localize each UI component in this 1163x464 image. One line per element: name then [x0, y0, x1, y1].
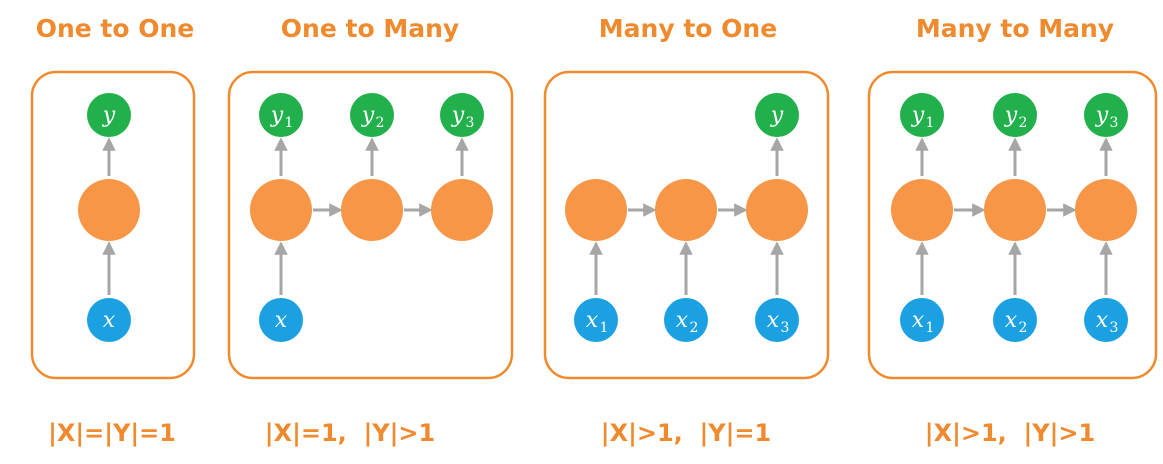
hidden-state-node-circle	[891, 179, 953, 241]
hidden-state-node	[1075, 179, 1137, 241]
output-node-symbol: y	[270, 103, 284, 128]
input-node-subscript: 1	[926, 320, 935, 336]
output-node-symbol: y	[451, 103, 465, 128]
output-node-circle	[900, 93, 944, 137]
output-node-subscript: 3	[466, 115, 475, 131]
hidden-state-node-circle	[341, 179, 403, 241]
input-node-circle	[664, 298, 708, 342]
hidden-state-node	[565, 179, 627, 241]
output-node-symbol: y	[770, 103, 784, 128]
hidden-state-node-circle	[1075, 179, 1137, 241]
hidden-state-node	[250, 179, 312, 241]
hidden-state-node	[341, 179, 403, 241]
input-node-circle	[87, 298, 131, 342]
input-node-circle	[755, 298, 799, 342]
output-node: y	[755, 93, 799, 137]
input-node-symbol: x	[1096, 308, 1109, 333]
input-node-symbol: x	[103, 308, 116, 333]
hidden-state-node	[431, 179, 493, 241]
panel-frame-many-to-many	[867, 70, 1158, 380]
input-node-symbol: x	[676, 308, 689, 333]
input-node-subscript: 1	[600, 320, 609, 336]
hidden-state-node-circle	[746, 179, 808, 241]
output-node-circle	[993, 93, 1037, 137]
hidden-state-node-circle	[565, 179, 627, 241]
input-node-symbol: x	[767, 308, 780, 333]
panel-caption-one-to-one: |X|=|Y|=1	[48, 419, 176, 447]
panel-frame-many-to-one	[543, 70, 830, 380]
output-node: y	[87, 93, 131, 137]
panel-title-many-to-one: Many to One	[599, 14, 777, 43]
output-node-symbol: y	[911, 103, 925, 128]
input-node-circle	[259, 298, 303, 342]
input-node-subscript: 2	[1019, 320, 1028, 336]
input-node-symbol: x	[1005, 308, 1018, 333]
output-node-circle	[755, 93, 799, 137]
output-node-circle	[440, 93, 484, 137]
panel-frame-one-to-many	[227, 70, 514, 380]
output-node-symbol: y	[1004, 103, 1018, 128]
panel-caption-many-to-many: |X|>1, |Y|>1	[925, 419, 1095, 447]
panel-title-many-to-many: Many to Many	[916, 14, 1114, 43]
hidden-state-node-circle	[78, 179, 140, 241]
hidden-state-node	[78, 179, 140, 241]
hidden-state-node-circle	[250, 179, 312, 241]
output-node-subscript: 1	[285, 115, 294, 131]
input-node-circle	[900, 298, 944, 342]
output-node-subscript: 2	[376, 115, 385, 131]
output-node-symbol: y	[102, 103, 116, 128]
output-node-subscript: 1	[926, 115, 935, 131]
output-node-subscript: 2	[1019, 115, 1028, 131]
hidden-state-node	[655, 179, 717, 241]
input-node-circle	[574, 298, 618, 342]
input-node-subscript: 3	[1110, 320, 1119, 336]
panel-frame-one-to-one	[30, 70, 196, 380]
output-node-circle	[87, 93, 131, 137]
input-node-subscript: 3	[781, 320, 790, 336]
output-node-subscript: 3	[1110, 115, 1119, 131]
hidden-state-node-circle	[984, 179, 1046, 241]
input-node: x	[259, 298, 303, 342]
hidden-state-node	[984, 179, 1046, 241]
hidden-state-node-circle	[431, 179, 493, 241]
hidden-state-node	[891, 179, 953, 241]
output-node-circle	[259, 93, 303, 137]
panel-title-one-to-one: One to One	[36, 14, 195, 43]
arrows-layer	[102, 137, 1113, 295]
hidden-state-node-circle	[655, 179, 717, 241]
output-node-circle	[350, 93, 394, 137]
input-node: x	[87, 298, 131, 342]
panel-caption-many-to-one: |X|>1, |Y|=1	[601, 419, 771, 447]
panel-title-one-to-many: One to Many	[281, 14, 459, 43]
input-node-symbol: x	[912, 308, 925, 333]
input-node-symbol: x	[275, 308, 288, 333]
input-node-subscript: 2	[690, 320, 699, 336]
hidden-state-node	[746, 179, 808, 241]
output-node-circle	[1084, 93, 1128, 137]
panel-caption-one-to-many: |X|=1, |Y|>1	[265, 419, 435, 447]
input-node-symbol: x	[586, 308, 599, 333]
output-node-symbol: y	[1095, 103, 1109, 128]
input-node-circle	[993, 298, 1037, 342]
output-node-symbol: y	[361, 103, 375, 128]
input-node-circle	[1084, 298, 1128, 342]
